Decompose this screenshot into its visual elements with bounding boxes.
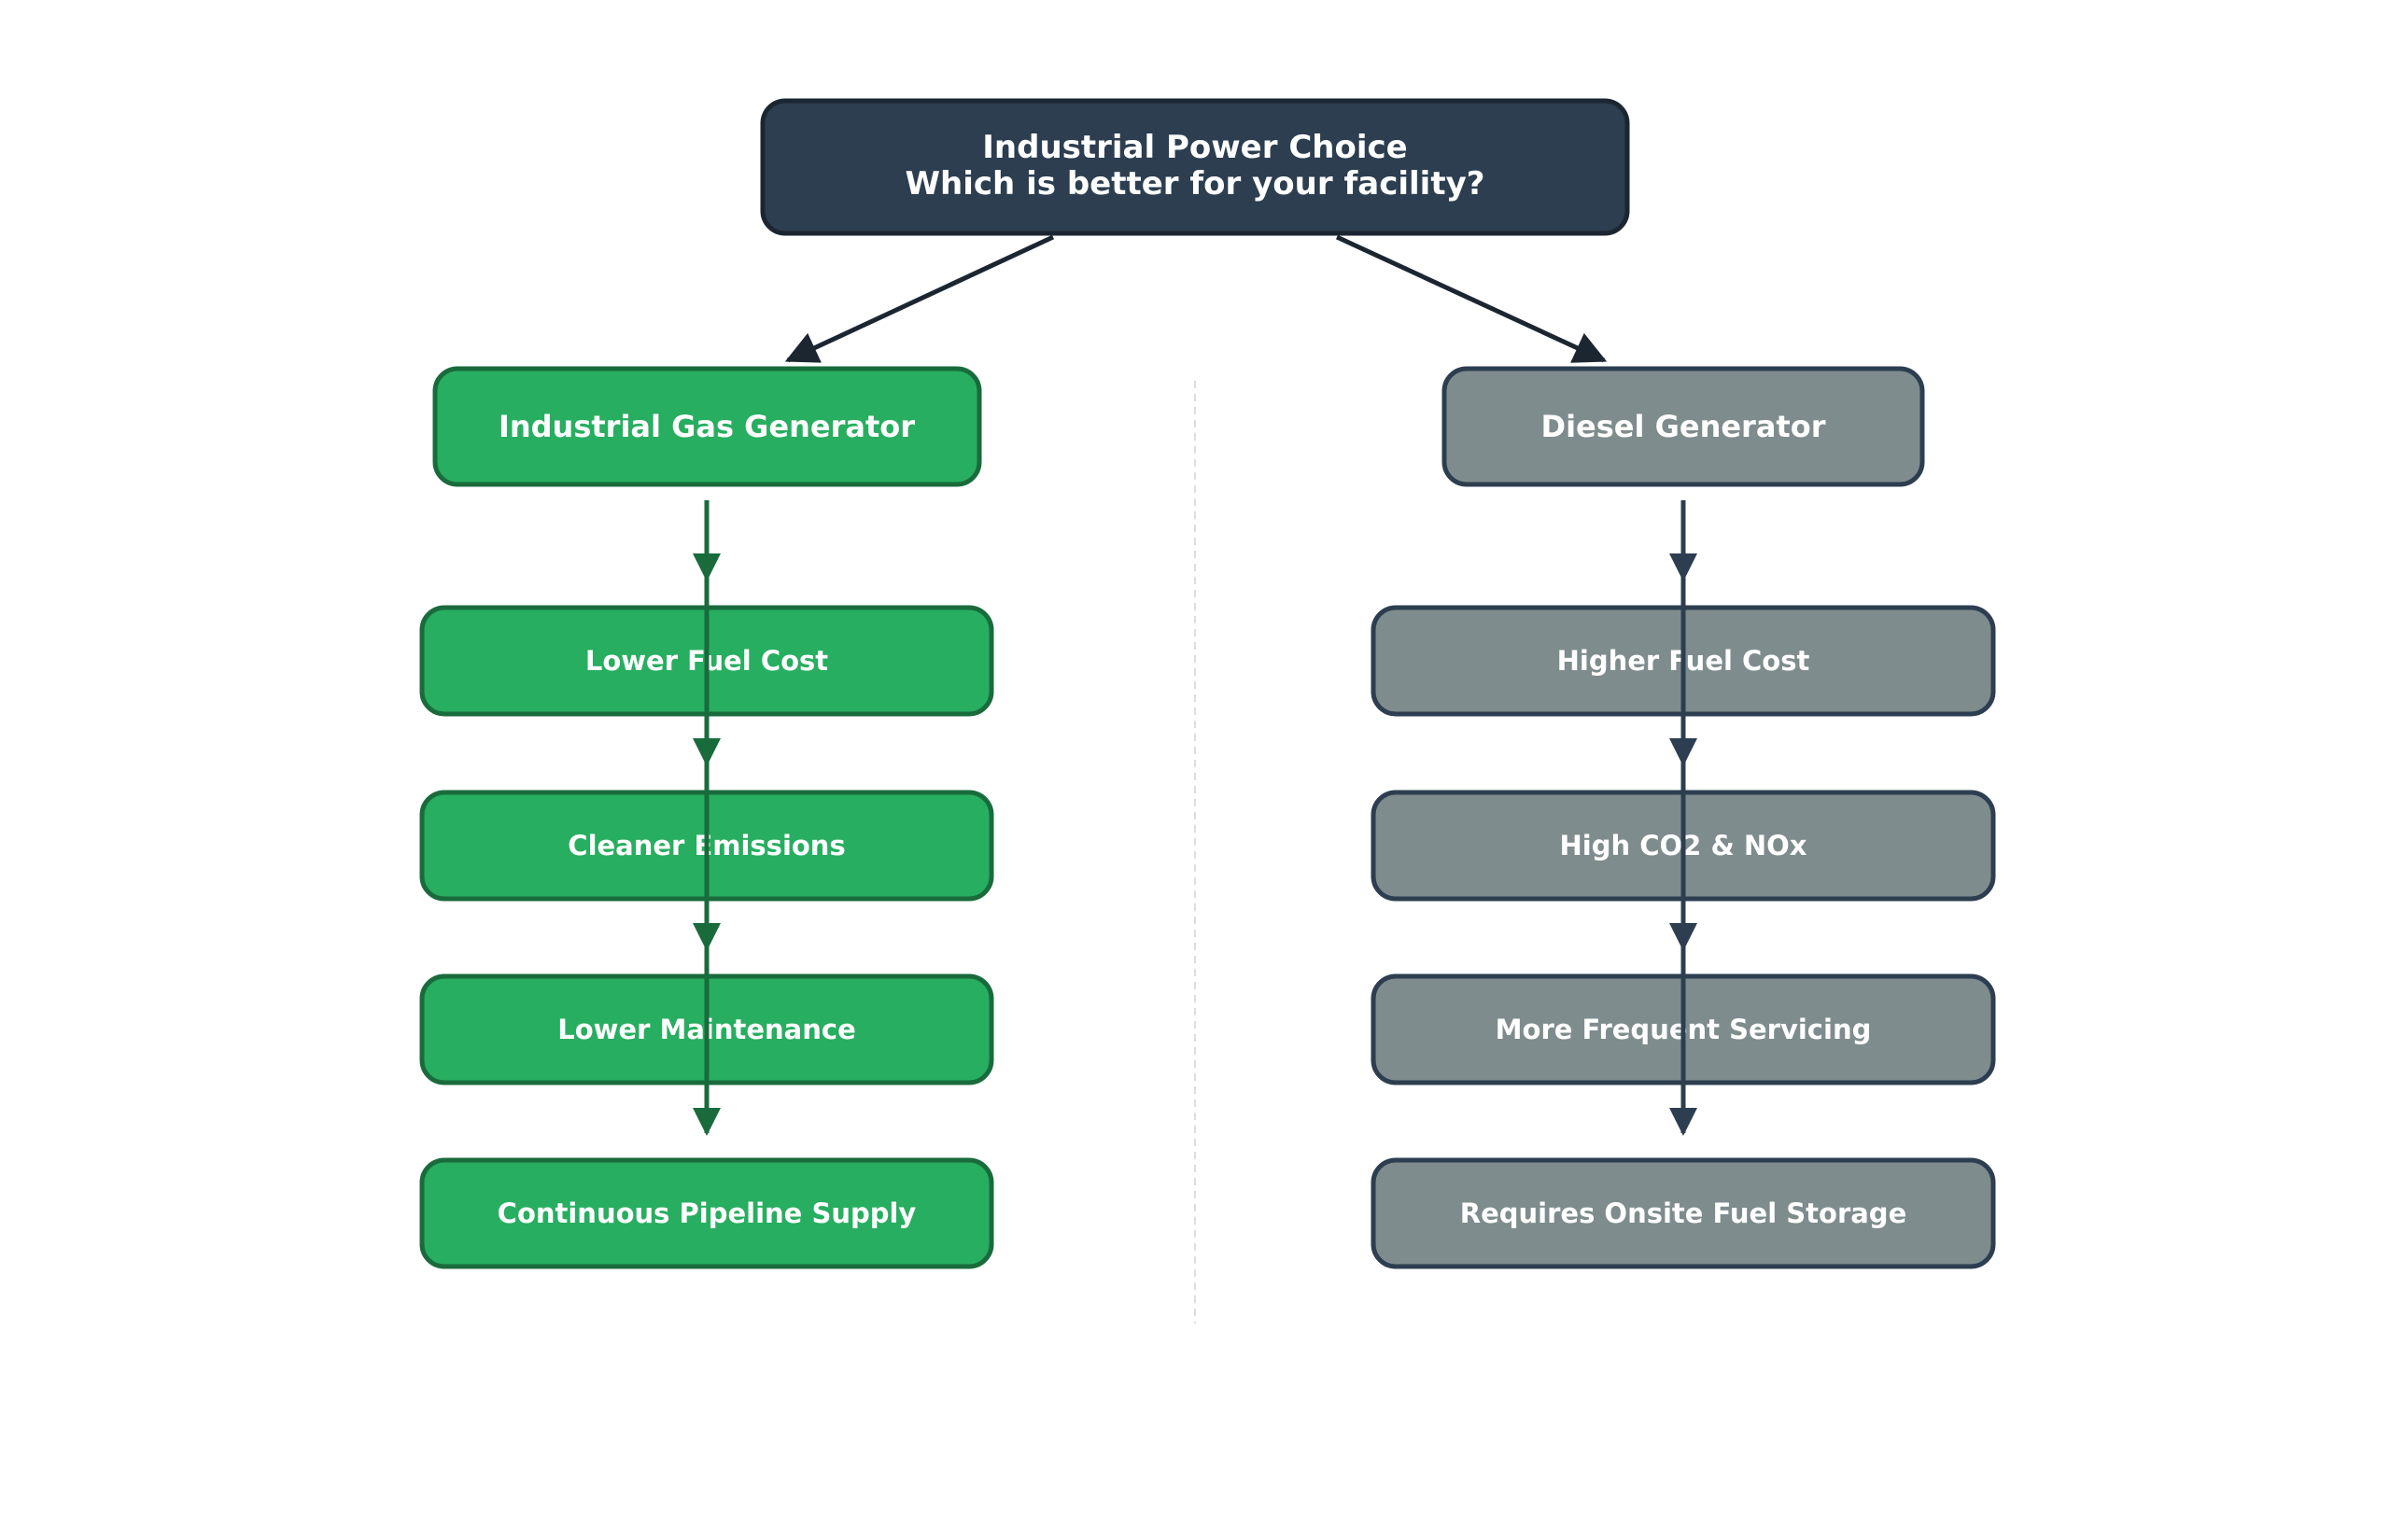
diesel-drawback-4-box bbox=[1371, 1157, 1996, 1269]
diesel-drawback-4: Requires Onsite Fuel Storage bbox=[1371, 1157, 1996, 1269]
arrow-root-to-gas bbox=[784, 234, 1055, 363]
root-node: Industrial Power Choice Which is better … bbox=[760, 98, 1630, 236]
root-title-line1: Industrial Power Choice bbox=[982, 129, 1407, 166]
gas-benefit-4: Continuous Pipeline Supply bbox=[419, 1157, 994, 1269]
gas-generator-label: Industrial Gas Generator bbox=[499, 409, 915, 444]
gas-benefit-4-label: Continuous Pipeline Supply bbox=[498, 1197, 917, 1229]
root-node-box bbox=[760, 98, 1630, 236]
gas-generator-node: Industrial Gas Generator bbox=[432, 366, 982, 487]
gas-generator-box bbox=[432, 366, 982, 487]
arrow-root-to-diesel bbox=[1335, 234, 1608, 363]
diesel-generator-box bbox=[1441, 366, 1925, 487]
gas-benefit-4-box bbox=[419, 1157, 994, 1269]
diesel-generator-label: Diesel Generator bbox=[1541, 409, 1826, 444]
diesel-generator-node: Diesel Generator bbox=[1441, 366, 1925, 487]
diesel-drawback-4-label: Requires Onsite Fuel Storage bbox=[1460, 1197, 1907, 1229]
root-title-line2: Which is better for your facility? bbox=[906, 165, 1485, 203]
